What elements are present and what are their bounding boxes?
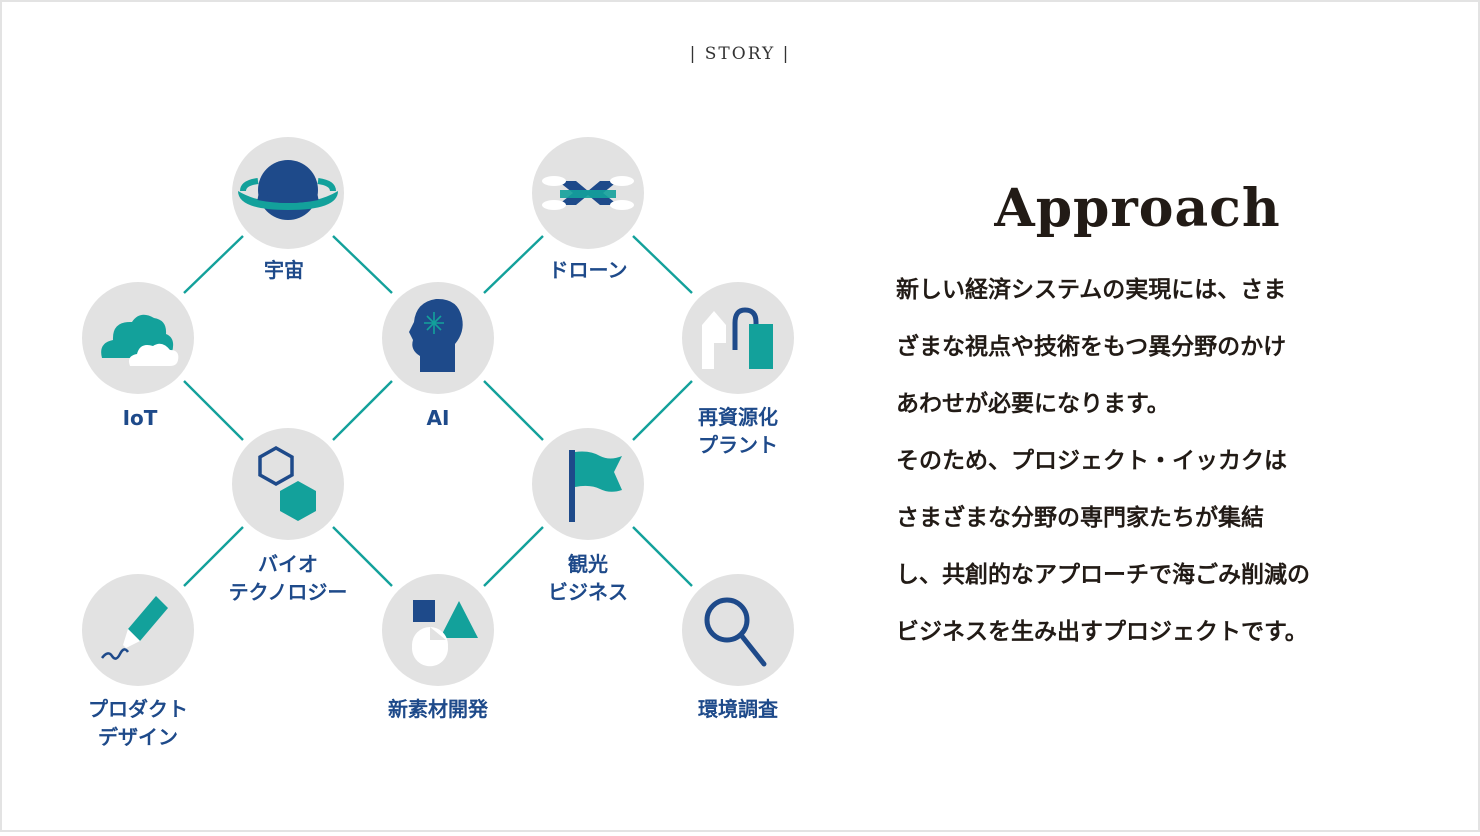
ai-head-icon xyxy=(409,298,463,372)
label-product-line2: デザイン xyxy=(98,725,178,749)
planet-icon xyxy=(238,160,338,220)
approach-diagram: 宇宙 ドローン IoT AI 再資源化 プラント バイオ テクノロジー 観光 ビ… xyxy=(48,137,828,751)
approach-line-5: さまざまな分野の専門家たちが集結 xyxy=(896,505,1264,531)
label-drone: ドローン xyxy=(548,258,628,282)
label-space: 宇宙 xyxy=(264,258,304,282)
label-tourism: 観光 ビジネス xyxy=(498,550,678,606)
node-recycle xyxy=(682,282,794,394)
cloud-icon xyxy=(101,314,179,366)
label-product: プロダクト デザイン xyxy=(48,695,228,751)
node-product xyxy=(82,574,194,686)
label-iot: IoT xyxy=(122,406,158,430)
node-drone xyxy=(532,137,644,249)
approach-line-4: そのため、プロジェクト・イッカクは xyxy=(896,448,1287,474)
approach-title: Approach xyxy=(994,178,1281,239)
node-bio xyxy=(232,428,344,540)
label-bio-line2: テクノロジー xyxy=(228,580,348,604)
diagram-svg xyxy=(82,137,794,686)
label-bio-line1: バイオ xyxy=(258,552,318,576)
node-iot xyxy=(82,282,194,394)
label-recycle-line1: 再資源化 xyxy=(698,405,778,429)
connector-lines xyxy=(183,235,693,587)
label-recycle-line2: プラント xyxy=(698,433,778,457)
approach-line-2: ざまな視点や技術をもつ異分野のかけ xyxy=(896,334,1287,360)
approach-body: 新しい経済システムの実現には、さま ざまな視点や技術をもつ異分野のかけ あわせが… xyxy=(896,262,1386,661)
flag-icon xyxy=(569,450,622,522)
approach-line-7: ビジネスを生み出すプロジェクトです。 xyxy=(896,619,1308,645)
node-space xyxy=(232,137,344,249)
label-survey: 環境調査 xyxy=(698,697,778,721)
drone-icon xyxy=(542,176,634,210)
node-ai xyxy=(382,282,494,394)
label-recycle: 再資源化 プラント xyxy=(648,403,828,459)
pen-icon xyxy=(101,596,168,660)
label-tourism-line2: ビジネス xyxy=(548,580,628,604)
label-tourism-line1: 観光 xyxy=(568,552,608,576)
label-bio: バイオ テクノロジー xyxy=(198,550,378,606)
node-material xyxy=(382,574,494,686)
label-material: 新素材開発 xyxy=(388,697,488,721)
plant-icon xyxy=(702,307,773,369)
story-label: | STORY | xyxy=(689,44,791,64)
approach-line-1: 新しい経済システムの実現には、さま xyxy=(896,277,1287,303)
approach-line-6: し、共創的なアプローチで海ごみ削減の xyxy=(896,562,1310,588)
node-tourism xyxy=(532,428,644,540)
node-survey xyxy=(682,574,794,686)
label-product-line1: プロダクト xyxy=(88,697,188,721)
shapes-icon xyxy=(412,600,478,667)
magnifier-icon xyxy=(704,597,767,667)
label-ai: AI xyxy=(426,406,450,430)
hexagon-icon xyxy=(258,445,316,521)
approach-line-3: あわせが必要になります。 xyxy=(896,391,1170,417)
